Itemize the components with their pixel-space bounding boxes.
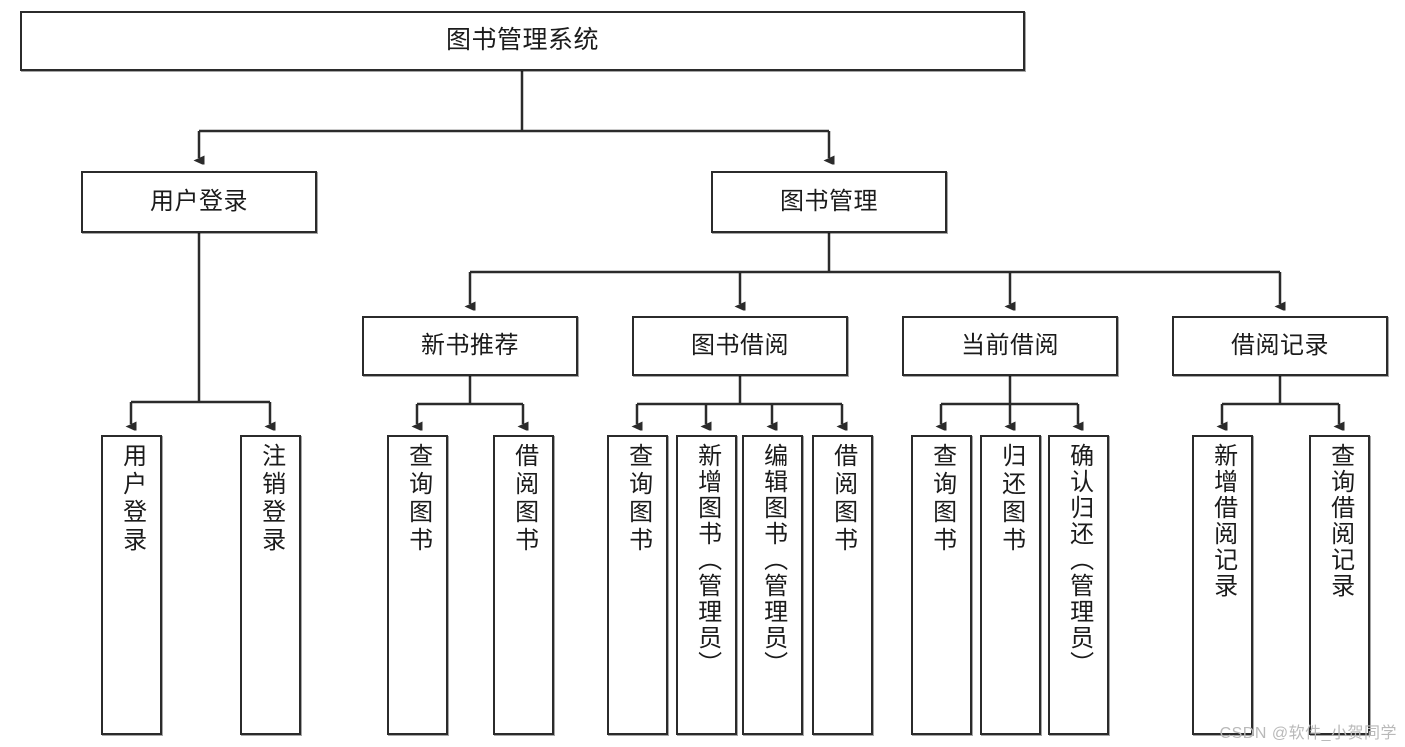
node-label: 归还图书 (997, 443, 1025, 555)
node-leaf-edit-book-admin[interactable]: 编辑图书（管理员） (742, 435, 803, 735)
node-label: 图书管理系统 (445, 26, 599, 55)
node-label: 编辑图书（管理员） (759, 443, 787, 677)
watermark-csdn: CSDN @软件_小贺同学 (1219, 725, 1397, 742)
node-current-borrow[interactable]: 当前借阅 (902, 316, 1118, 376)
node-label: 确认归还（管理员） (1065, 443, 1093, 677)
node-leaf-query-book-current[interactable]: 查询图书 (911, 435, 972, 735)
node-label: 借阅图书 (829, 443, 857, 555)
node-label: 用户登录 (118, 443, 146, 555)
node-label: 新增借阅记录 (1209, 443, 1237, 599)
node-label: 新增图书（管理员） (693, 443, 721, 677)
node-leaf-borrow-book[interactable]: 借阅图书 (812, 435, 873, 735)
node-label: 借阅记录 (1231, 331, 1329, 359)
node-leaf-return-book[interactable]: 归还图书 (980, 435, 1041, 735)
node-leaf-borrow-book-recommend[interactable]: 借阅图书 (493, 435, 554, 735)
node-label: 借阅图书 (510, 443, 538, 555)
node-label: 图书借阅 (691, 331, 789, 359)
node-leaf-user-login[interactable]: 用户登录 (101, 435, 162, 735)
node-label: 注销登录 (257, 443, 285, 555)
node-label: 当前借阅 (961, 331, 1059, 359)
node-label: 查询图书 (928, 443, 956, 555)
node-book-borrow[interactable]: 图书借阅 (632, 316, 848, 376)
node-label: 新书推荐 (421, 331, 519, 359)
node-borrow-record[interactable]: 借阅记录 (1172, 316, 1388, 376)
node-label: 图书管理 (780, 187, 878, 215)
node-label: 用户登录 (150, 187, 248, 215)
node-label: 查询图书 (624, 443, 652, 555)
node-leaf-query-book-borrow[interactable]: 查询图书 (607, 435, 668, 735)
node-book-management[interactable]: 图书管理 (711, 171, 947, 233)
node-root-book-management-system[interactable]: 图书管理系统 (20, 11, 1025, 71)
node-leaf-add-book-admin[interactable]: 新增图书（管理员） (676, 435, 737, 735)
node-label: 查询借阅记录 (1326, 443, 1354, 599)
node-leaf-query-borrow-record[interactable]: 查询借阅记录 (1309, 435, 1370, 735)
node-label: 查询图书 (404, 443, 432, 555)
node-user-login[interactable]: 用户登录 (81, 171, 317, 233)
node-leaf-add-borrow-record[interactable]: 新增借阅记录 (1192, 435, 1253, 735)
node-new-book-recommend[interactable]: 新书推荐 (362, 316, 578, 376)
node-leaf-confirm-return-admin[interactable]: 确认归还（管理员） (1048, 435, 1109, 735)
node-leaf-logout[interactable]: 注销登录 (240, 435, 301, 735)
node-leaf-query-book-recommend[interactable]: 查询图书 (387, 435, 448, 735)
